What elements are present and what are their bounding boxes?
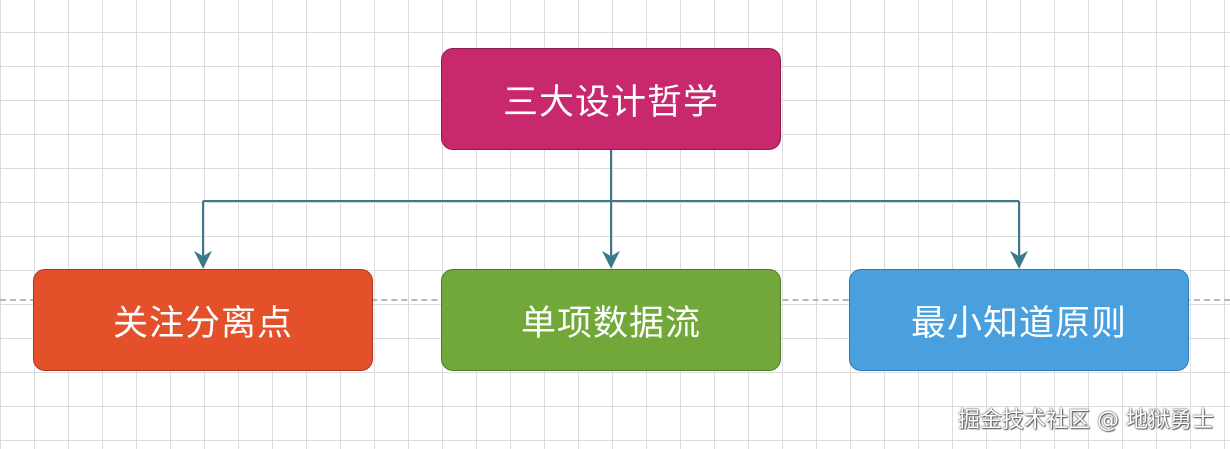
child-node-one-way-data-flow[interactable]: 单项数据流: [441, 269, 781, 371]
child-node-separation-of-concerns[interactable]: 关注分离点: [33, 269, 373, 371]
child-node-least-knowledge[interactable]: 最小知道原则: [849, 269, 1189, 371]
child-node-label: 单项数据流: [520, 303, 701, 344]
root-node[interactable]: 三大设计哲学: [441, 48, 781, 150]
child-node-label: 关注分离点: [112, 303, 293, 344]
child-node-label: 最小知道原则: [910, 303, 1127, 344]
root-node-label: 三大设计哲学: [502, 82, 719, 123]
watermark: 掘金技术社区 @ 地狱勇士: [958, 408, 1214, 433]
